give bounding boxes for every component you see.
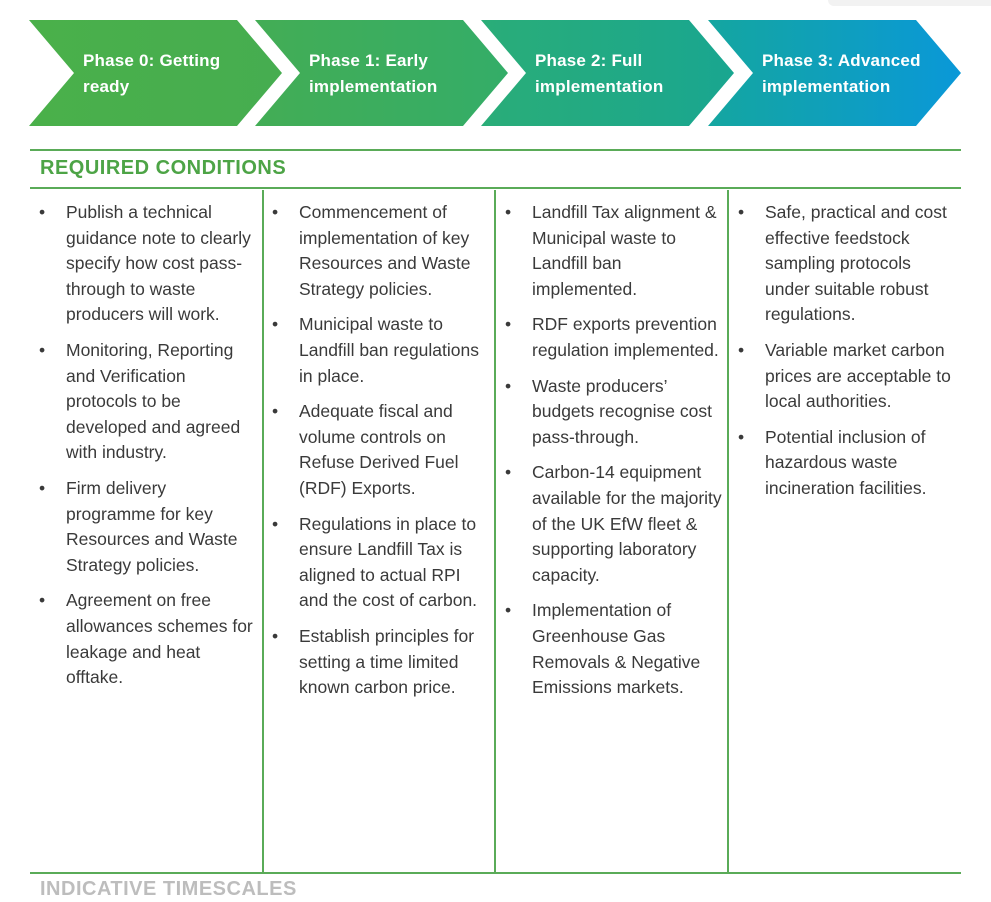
- list-item: Waste producers’ budgets recognise cost …: [505, 374, 723, 451]
- list-item: Carbon-14 equipment available for the ma…: [505, 460, 723, 588]
- column-divider: [727, 190, 729, 872]
- list-item: Commencement of implementation of key Re…: [272, 200, 488, 302]
- list-item: Publish a technical guidance note to cle…: [39, 200, 255, 328]
- corner-tab: [828, 0, 991, 6]
- list-item: Regulations in place to ensure Landfill …: [272, 512, 488, 614]
- phase-1-conditions: Commencement of implementation of key Re…: [272, 200, 488, 711]
- phase-0-chevron: [29, 20, 282, 126]
- phase-3-chevron: [708, 20, 961, 126]
- phase-2-chevron: [481, 20, 734, 126]
- list-item: Adequate fiscal and volume controls on R…: [272, 399, 488, 501]
- phase-1-label: Phase 1: Early implementation: [309, 51, 438, 96]
- list-item: Landfill Tax alignment & Municipal waste…: [505, 200, 723, 302]
- section-bottom-rule: [30, 872, 961, 874]
- list-item: Agreement on free allowances schemes for…: [39, 588, 255, 690]
- list-item: Potential inclusion of hazardous waste i…: [738, 425, 954, 502]
- column-divider: [262, 190, 264, 872]
- section-header-rule: [30, 187, 961, 189]
- phase-0-conditions: Publish a technical guidance note to cle…: [39, 200, 255, 701]
- phase-1-chevron: [255, 20, 508, 126]
- phase-0-label: Phase 0: Getting ready: [83, 51, 221, 96]
- next-section-title: INDICATIVE TIMESCALES: [40, 878, 297, 900]
- phase-3-conditions: Safe, practical and cost effective feeds…: [738, 200, 954, 512]
- column-divider: [494, 190, 496, 872]
- phase-2-conditions: Landfill Tax alignment & Municipal waste…: [505, 200, 723, 711]
- list-item: Establish principles for setting a time …: [272, 624, 488, 701]
- section-title: REQUIRED CONDITIONS: [40, 157, 287, 179]
- phase-chevrons: [29, 20, 961, 126]
- phase-3-label: Phase 3: Advanced implementation: [762, 51, 921, 96]
- list-item: Variable market carbon prices are accept…: [738, 338, 954, 415]
- list-item: Municipal waste to Landfill ban regulati…: [272, 312, 488, 389]
- list-item: Safe, practical and cost effective feeds…: [738, 200, 954, 328]
- list-item: RDF exports prevention regulation implem…: [505, 312, 723, 363]
- list-item: Monitoring, Reporting and Verification p…: [39, 338, 255, 466]
- list-item: Firm delivery programme for key Resource…: [39, 476, 255, 578]
- list-item: Implementation of Greenhouse Gas Removal…: [505, 598, 723, 700]
- section-top-rule: [30, 149, 961, 151]
- phase-2-label: Phase 2: Full implementation: [535, 51, 664, 96]
